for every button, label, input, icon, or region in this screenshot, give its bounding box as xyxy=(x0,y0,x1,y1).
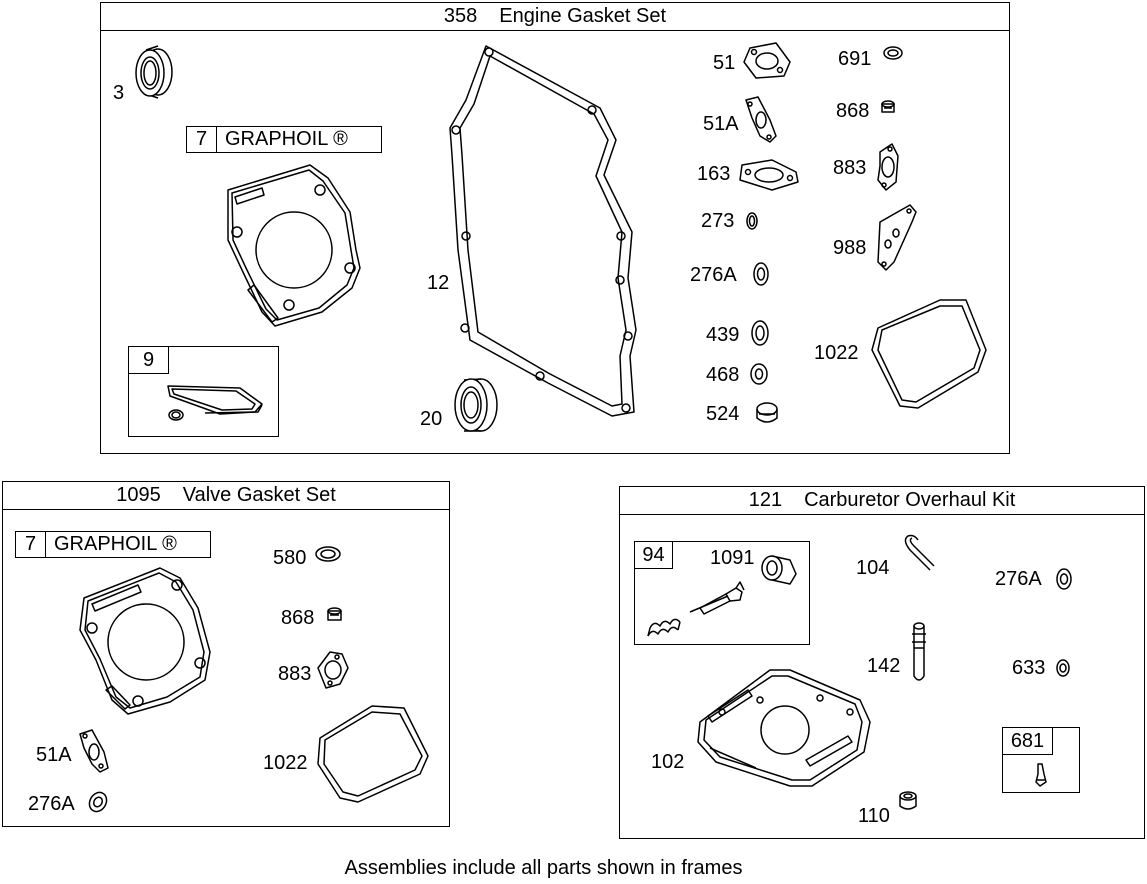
carb-part-label-104: 104 xyxy=(856,557,890,579)
carb-part-label-1091: 1091 xyxy=(710,547,755,569)
carb-part-label-102: 102 xyxy=(651,751,685,773)
grommet-524 xyxy=(756,402,778,423)
gasket-163 xyxy=(739,159,799,191)
needle-valve-681 xyxy=(1035,763,1047,787)
engine-graphoil-number: 7 xyxy=(187,127,217,152)
valve-part-label-883: 883 xyxy=(278,663,312,685)
carb-subassembly-94-box: 94 xyxy=(634,541,810,645)
part-label-883: 883 xyxy=(833,157,867,179)
washer-273 xyxy=(746,212,758,230)
part-label-163: 163 xyxy=(697,163,731,185)
valve-graphoil-label: GRAPHOIL ® xyxy=(54,533,177,555)
engine-graphoil-box: 7 GRAPHOIL ® xyxy=(186,126,382,153)
washer-691 xyxy=(883,46,903,60)
carb-kit-title-text: Carburetor Overhaul Kit xyxy=(804,489,1016,511)
valve-set-number: 1095 xyxy=(116,484,161,506)
washer-276a xyxy=(753,262,769,286)
clip-104 xyxy=(904,534,935,571)
carb-subassembly-94-tag: 94 xyxy=(635,542,673,569)
part-label-1022: 1022 xyxy=(814,342,859,364)
crankcase-gasket-12 xyxy=(449,45,637,417)
washer-276a-carb xyxy=(1056,568,1072,590)
part-label-691: 691 xyxy=(838,48,872,70)
part-label-988: 988 xyxy=(833,237,867,259)
carb-part-label-633: 633 xyxy=(1012,657,1046,679)
gasket-51a-valve xyxy=(79,729,109,773)
part-label-276a: 276A xyxy=(690,264,737,286)
washer-633 xyxy=(1056,659,1070,677)
part-label-439: 439 xyxy=(706,324,740,346)
valve-graphoil-number: 7 xyxy=(16,532,46,557)
part-label-20: 20 xyxy=(420,408,443,430)
valve-cover-gasket-1022 xyxy=(871,299,987,409)
bushing-110 xyxy=(899,791,917,810)
valve-gasket-set-title: 1095 Valve Gasket Set xyxy=(3,482,449,510)
carburetor-overhaul-kit-frame: 121 Carburetor Overhaul Kit xyxy=(619,486,1145,839)
gasket-883 xyxy=(877,143,899,191)
mixture-screw-94 xyxy=(647,581,745,637)
gasket-988 xyxy=(877,204,917,271)
washer-276a-valve xyxy=(88,791,108,813)
part-label-51a: 51A xyxy=(703,113,739,135)
valve-part-label-868: 868 xyxy=(281,607,315,629)
valve-set-title-text: Valve Gasket Set xyxy=(182,484,336,506)
washer-580 xyxy=(315,546,341,562)
engine-set-title-text: Engine Gasket Set xyxy=(499,5,667,27)
float-pin-142 xyxy=(912,622,926,681)
part-label-12: 12 xyxy=(427,272,450,294)
engine-subassembly-9-box: 9 xyxy=(128,346,279,437)
gasket-51 xyxy=(743,42,791,79)
carb-kit-number: 121 xyxy=(748,489,783,511)
engine-set-number: 358 xyxy=(443,5,478,27)
washer-468 xyxy=(750,363,768,385)
part-label-3: 3 xyxy=(113,82,125,104)
engine-subassembly-9-tag: 9 xyxy=(129,347,169,374)
valve-part-label-51a: 51A xyxy=(36,744,72,766)
valve-seal-868 xyxy=(881,100,895,113)
engine-gasket-set-title: 358 Engine Gasket Set xyxy=(101,3,1009,31)
idle-cap-1091 xyxy=(761,555,797,585)
part-label-524: 524 xyxy=(706,403,740,425)
carb-subassembly-681-box: 681 xyxy=(1002,727,1080,793)
gasket-883-valve xyxy=(317,651,349,689)
valve-seal-868-valve xyxy=(327,607,342,621)
carb-part-label-142: 142 xyxy=(867,655,901,677)
valve-graphoil-box: 7 GRAPHOIL ® xyxy=(15,531,211,558)
oil-seal-20 xyxy=(454,378,498,432)
valve-part-label-276a: 276A xyxy=(28,793,75,815)
carb-part-label-110: 110 xyxy=(858,805,890,827)
head-gasket-valve xyxy=(79,567,211,715)
valve-cover-gasket-1022-valve xyxy=(317,705,429,803)
part-label-273: 273 xyxy=(701,210,735,232)
engine-graphoil-label: GRAPHOIL ® xyxy=(225,128,348,150)
footer-note: Assemblies include all parts shown in fr… xyxy=(344,857,743,879)
valve-part-label-1022: 1022 xyxy=(263,752,308,774)
washer-439 xyxy=(751,320,769,346)
valve-gasket-set-frame: 1095 Valve Gasket Set xyxy=(2,481,450,827)
valve-part-label-580: 580 xyxy=(273,547,307,569)
part-label-868: 868 xyxy=(836,100,870,122)
carb-gasket-102 xyxy=(697,669,871,787)
carb-subassembly-681-tag: 681 xyxy=(1003,728,1053,755)
gasket-51a xyxy=(745,96,777,143)
oil-seal-3 xyxy=(135,45,173,99)
part-label-51: 51 xyxy=(713,52,736,74)
head-gasket-engine xyxy=(227,164,361,327)
carburetor-overhaul-kit-title: 121 Carburetor Overhaul Kit xyxy=(620,487,1144,515)
breather-gasket-9 xyxy=(167,385,263,421)
part-label-468: 468 xyxy=(706,364,740,386)
engine-gasket-set-frame: 358 Engine Gasket Set xyxy=(100,2,1010,454)
carb-part-label-276a: 276A xyxy=(995,568,1042,590)
